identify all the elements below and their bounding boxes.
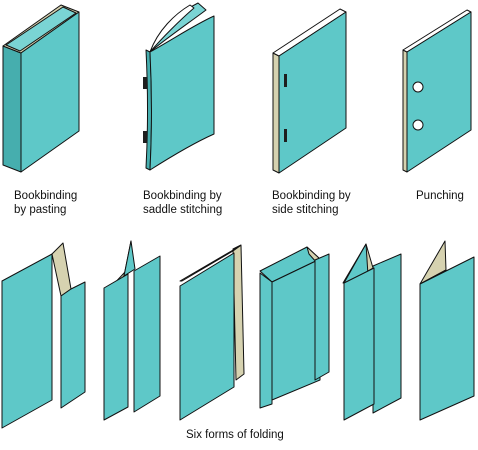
caption-punching: Punching <box>416 189 464 203</box>
fold-form-2-illustration <box>103 240 161 421</box>
caption-folding-line1: Six forms of folding <box>186 429 284 441</box>
caption-saddle-line1: Bookbinding by <box>143 190 222 202</box>
fold-form-4-illustration <box>259 246 330 409</box>
caption-saddle-stitching: Bookbinding by saddle stitching <box>143 189 222 217</box>
caption-saddle-line2: saddle stitching <box>143 204 223 216</box>
caption-side-line2: side stitching <box>272 204 339 216</box>
saddle-stitched-book-illustration <box>143 2 215 171</box>
fold-form-5-illustration <box>342 243 402 421</box>
caption-side-stitching: Bookbinding by side stitching <box>272 189 351 217</box>
pasted-book-illustration <box>2 4 80 173</box>
fold-form-3-illustration <box>179 244 245 421</box>
caption-folding: Six forms of folding <box>186 428 284 442</box>
caption-pasting: Bookbinding by pasting <box>14 189 77 217</box>
fold-form-1-illustration <box>1 242 86 429</box>
fold-form-6-illustration <box>419 240 475 421</box>
side-stitched-book-illustration <box>272 8 347 174</box>
caption-pasting-line1: Bookbinding <box>14 190 78 202</box>
punched-book-illustration <box>402 9 472 173</box>
caption-punching-line1: Punching <box>416 190 464 202</box>
caption-side-line1: Bookbinding by <box>272 190 351 202</box>
caption-pasting-line2: by pasting <box>14 204 67 216</box>
